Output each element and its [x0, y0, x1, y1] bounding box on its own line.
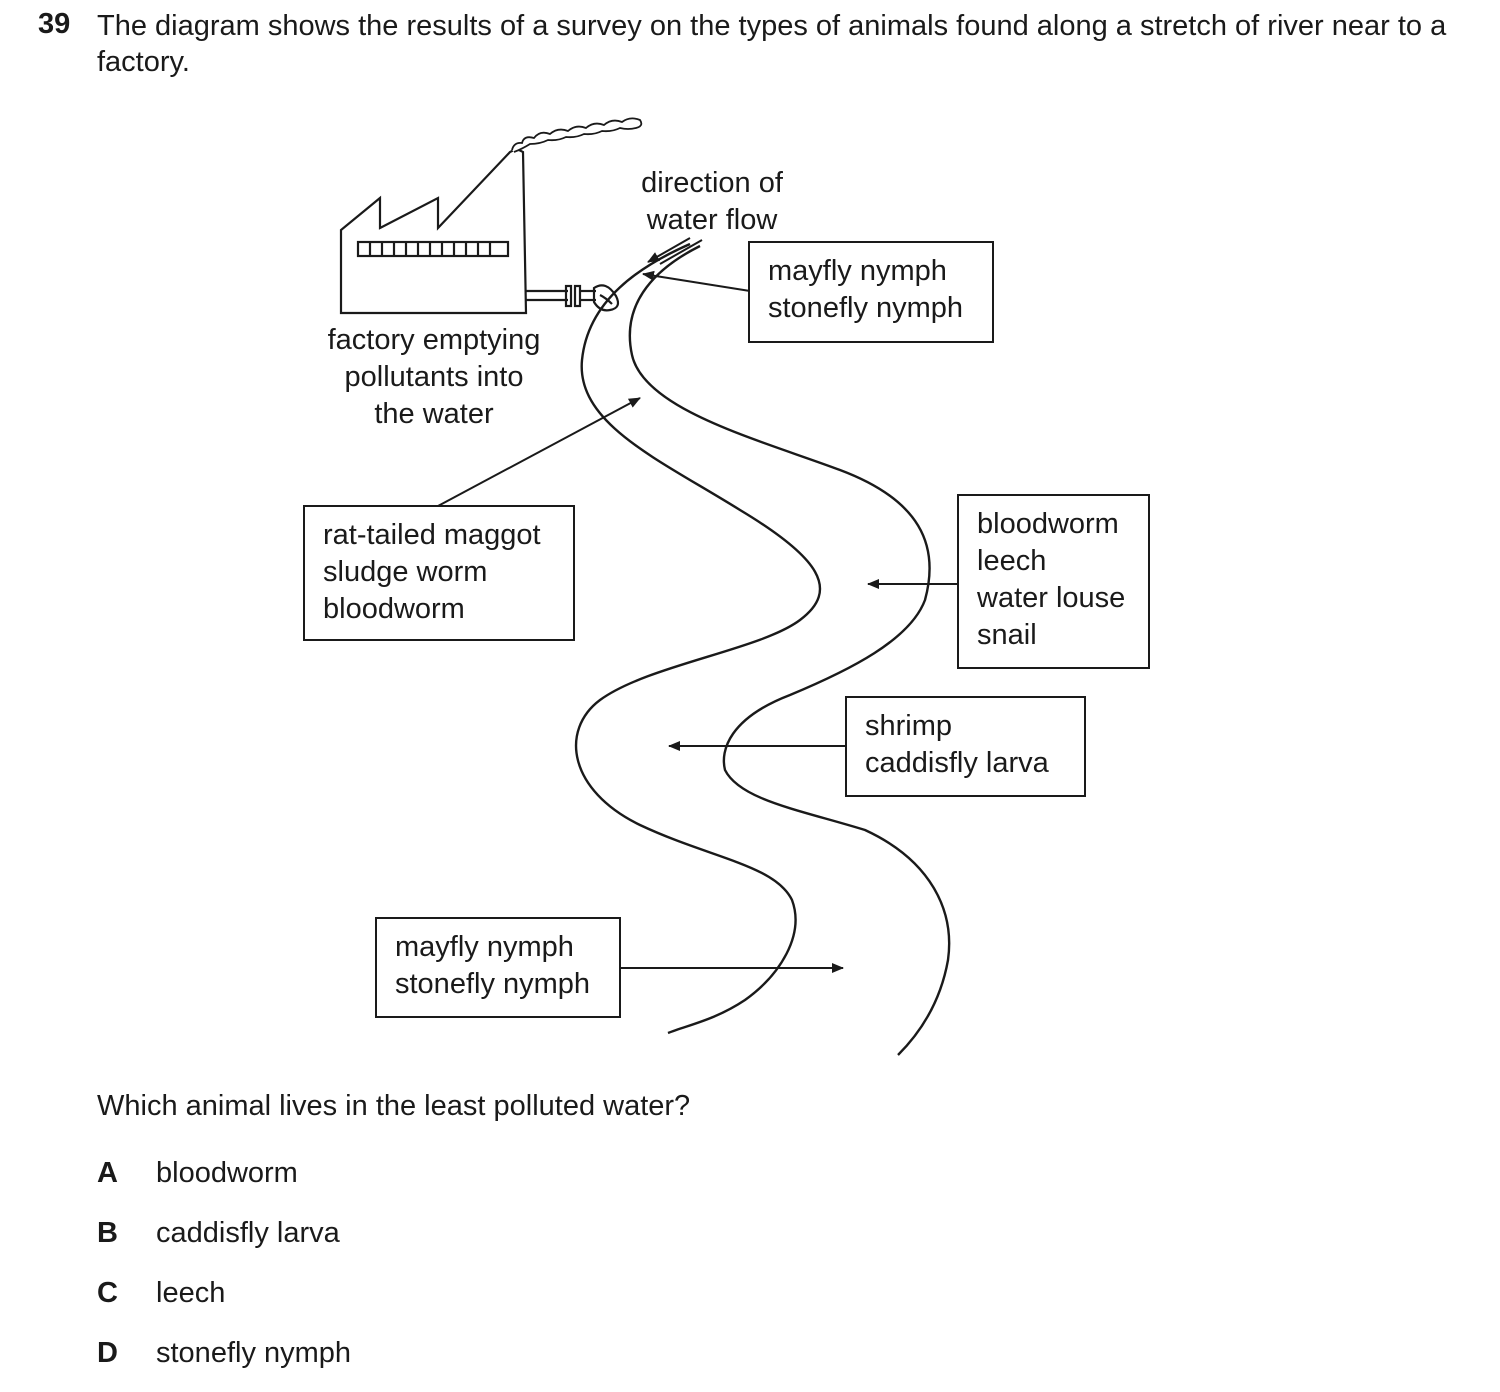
water-flow-arrows: [647, 237, 703, 265]
site-2-box: rat-tailed maggot sludge worm bloodworm: [303, 505, 575, 641]
option-text: leech: [156, 1277, 226, 1309]
river: [575, 242, 951, 1056]
option-letter: B: [97, 1217, 118, 1249]
option-text: stonefly nymph: [156, 1337, 352, 1369]
option-text: bloodworm: [156, 1157, 298, 1189]
factory-label: factory emptying pollutants into the wat…: [327, 324, 541, 430]
site-3-box: bloodworm leech water louse snail: [957, 494, 1150, 669]
smoke-icon: [511, 117, 643, 153]
option-letter: D: [97, 1337, 118, 1369]
option-letter: C: [97, 1277, 118, 1309]
factory-icon: [339, 148, 620, 315]
question-stem: The diagram shows the results of a surve…: [97, 10, 1447, 78]
question-number: 39: [38, 8, 71, 40]
site-2-arrow: [437, 397, 641, 507]
question-prompt: Which animal lives in the least polluted…: [97, 1090, 691, 1122]
option-text: caddisfly larva: [156, 1217, 340, 1249]
option-letter: A: [97, 1157, 118, 1189]
water-flow-label: direction of water flow: [641, 167, 783, 236]
site-1-box: mayfly nymph stonefly nymph: [748, 241, 994, 343]
site-1-arrow: [642, 270, 751, 292]
site-4-box: shrimp caddisfly larva: [845, 696, 1086, 797]
site-5-box: mayfly nymph stonefly nymph: [375, 917, 621, 1018]
